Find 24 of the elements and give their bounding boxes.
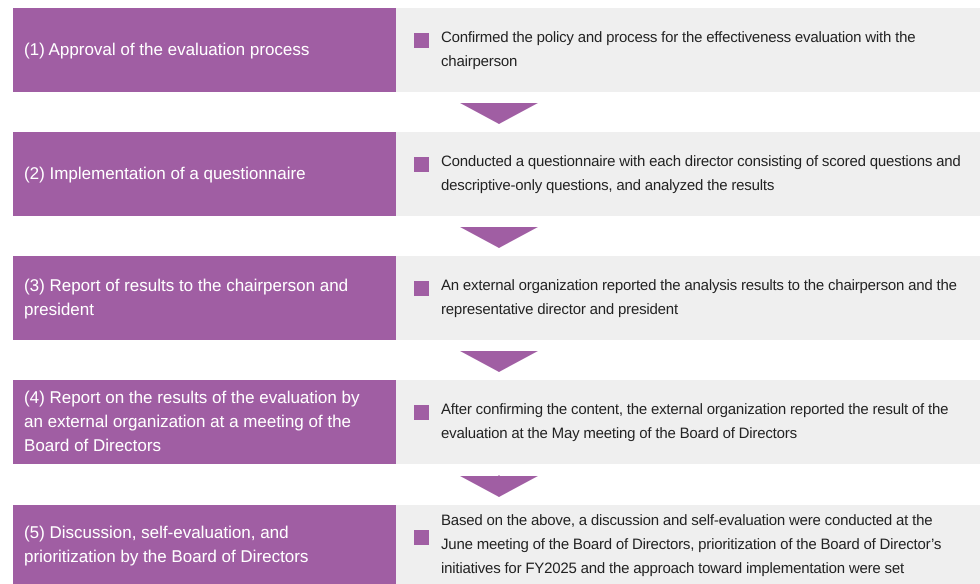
- step-title: (5) Discussion, self-evaluation, and prioritization by the Board of Directors: [24, 522, 310, 568]
- down-arrow: [460, 350, 538, 372]
- step-box: [13, 256, 396, 340]
- description-text: Confirmed the policy and process for the effectiveness evaluation with the chairperson: [441, 28, 916, 72]
- step-title: (1) Approval of the evaluation process: [24, 39, 310, 61]
- description-panel: [396, 132, 980, 216]
- down-arrow: [460, 226, 538, 248]
- step-box: [13, 505, 396, 584]
- step-title: (2) Implementation of a questionnaire: [24, 163, 306, 185]
- step-box: [13, 132, 396, 216]
- description-panel: [396, 505, 980, 584]
- step-title: (3) Report of results to the chairperson and president: [24, 275, 350, 321]
- step-title: (4) Report on the results of the evaluation by an external organization at a meeting of the Board of Directors: [24, 387, 360, 457]
- step-box: [13, 380, 396, 464]
- description-panel: [396, 256, 980, 340]
- description-text: Based on the above, a discussion and self-evaluation were conducted at the June meeting of the Board of Directors, prioritization of the Board of Director’s initiatives for FY2025 and the approach toward implementation were set: [441, 510, 942, 578]
- description-text: After confirming the content, the external organization reported the result of the evaluation at the May meeting of the Board of Directors: [441, 400, 950, 444]
- description-text: An external organization reported the analysis results to the chairperson and the representative director and president: [441, 276, 958, 320]
- description-text: Conducted a questionnaire with each director consisting of scored questions and descriptive-only questions, and analyzed the results: [441, 152, 962, 196]
- down-arrow: [460, 474, 538, 498]
- description-panel: [396, 380, 980, 464]
- down-arrow: [460, 102, 538, 124]
- step-box: [13, 8, 396, 92]
- description-panel: [396, 8, 980, 92]
